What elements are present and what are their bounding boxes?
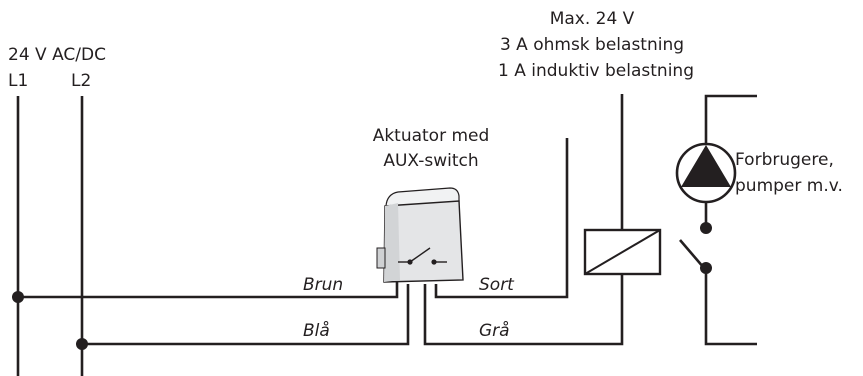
- graa-wire: [423, 94, 624, 346]
- sort-label: Sort: [479, 275, 515, 295]
- l1-junction-dot: [12, 291, 24, 303]
- rating-line2: 3 A ohmsk belastning: [500, 35, 684, 55]
- load-return-wire: [704, 268, 757, 346]
- sort-wire: [434, 138, 569, 299]
- pump-icon: [675, 142, 737, 204]
- l1-label: L1: [8, 71, 28, 91]
- graa-label: Grå: [479, 320, 510, 341]
- load-supply-wire: [704, 94, 757, 143]
- relay-coil: [583, 228, 662, 276]
- rating-line1: Max. 24 V: [550, 9, 635, 29]
- blaa-wire: [82, 284, 410, 346]
- blaa-label: Blå: [303, 320, 330, 341]
- brun-wire: [18, 282, 399, 299]
- load-label-line1: Forbrugere,: [735, 150, 834, 170]
- actuator-label-line2: AUX-switch: [383, 151, 478, 171]
- rating-line3: 1 A induktiv belastning: [498, 61, 694, 81]
- brun-label: Brun: [303, 275, 343, 295]
- supply-voltage-label: 24 V AC/DC: [8, 45, 106, 65]
- actuator-label-line1: Aktuator med: [373, 126, 490, 146]
- aux-switch-symbol: [398, 247, 447, 265]
- l2-label: L2: [71, 71, 91, 91]
- load-label-line2: pumper m.v.: [735, 176, 843, 196]
- contact-upper-dot: [700, 222, 712, 234]
- relay-contact-blade: [679, 239, 705, 269]
- actuator-device: [376, 187, 464, 283]
- l2-junction-dot: [76, 338, 88, 350]
